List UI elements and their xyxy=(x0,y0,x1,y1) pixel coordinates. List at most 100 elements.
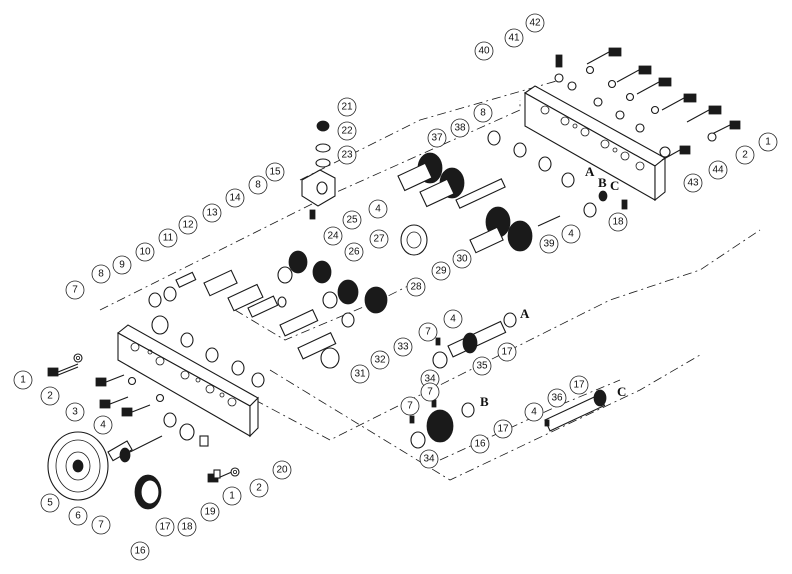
part-callout-17: 17 xyxy=(155,517,175,537)
callout-number: 33 xyxy=(397,342,409,353)
callout-number: 26 xyxy=(348,247,360,258)
part-callout-30: 30 xyxy=(452,249,472,269)
part-callout-29: 29 xyxy=(431,261,451,281)
part-callout-17: 17 xyxy=(493,419,513,439)
callout-number: 6 xyxy=(75,511,81,522)
part-callout-8: 8 xyxy=(473,103,493,123)
part-callout-19: 19 xyxy=(200,502,220,522)
part-callout-4: 4 xyxy=(368,199,388,219)
part-callout-7: 7 xyxy=(91,515,111,535)
callout-number: 19 xyxy=(204,507,216,518)
callout-number: 17 xyxy=(497,424,509,435)
callout-number: 37 xyxy=(431,133,443,144)
part-callout-14: 14 xyxy=(225,188,245,208)
reference-letter-a: A xyxy=(585,164,595,179)
callout-number: 2 xyxy=(47,391,53,402)
part-callout-9: 9 xyxy=(112,255,132,275)
callout-number: 2 xyxy=(742,150,748,161)
callout-number: 7 xyxy=(425,327,431,338)
callout-number: 32 xyxy=(374,355,386,366)
upper-gears xyxy=(397,130,628,256)
callout-number: 1 xyxy=(20,375,26,386)
part-callout-16: 16 xyxy=(130,541,150,561)
callout-number: 40 xyxy=(478,46,490,57)
part-callout-39: 39 xyxy=(539,234,559,254)
part-callout-2: 2 xyxy=(735,145,755,165)
callout-number: 1 xyxy=(765,137,771,148)
callout-number: 4 xyxy=(375,204,381,215)
callout-number: 12 xyxy=(182,220,194,231)
callout-number: 13 xyxy=(206,208,218,219)
part-callout-44: 44 xyxy=(708,160,728,180)
callout-number: 16 xyxy=(474,439,486,450)
lower-gear xyxy=(119,412,221,510)
callout-number: 39 xyxy=(543,239,555,250)
part-callout-21: 21 xyxy=(337,97,357,117)
part-callout-7: 7 xyxy=(65,280,85,300)
callout-number: 34 xyxy=(423,454,435,465)
part-callout-24: 24 xyxy=(323,226,343,246)
part-callout-4: 4 xyxy=(561,224,581,244)
callout-number: 5 xyxy=(47,498,53,509)
callout-number: 16 xyxy=(134,546,146,557)
part-callout-18: 18 xyxy=(608,212,628,232)
reference-letter-a: A xyxy=(520,306,530,321)
shaft-c xyxy=(544,389,607,432)
callout-number: 8 xyxy=(98,269,104,280)
part-callout-23: 23 xyxy=(337,145,357,165)
part-callout-5: 5 xyxy=(40,493,60,513)
callout-number: 24 xyxy=(327,231,339,242)
part-callout-41: 41 xyxy=(504,28,524,48)
left-plate-bolts xyxy=(47,353,240,483)
callout-number: 4 xyxy=(568,229,574,240)
callout-number: 4 xyxy=(100,420,106,431)
callout-number: 11 xyxy=(163,233,174,244)
part-callout-7: 7 xyxy=(420,382,440,402)
reference-letter-c: C xyxy=(610,178,619,193)
callout-number: 31 xyxy=(354,369,366,380)
part-callout-2: 2 xyxy=(40,386,60,406)
callout-number: 21 xyxy=(341,102,353,113)
part-callout-15: 15 xyxy=(265,162,285,182)
callout-number: 38 xyxy=(454,123,466,134)
part-callout-32: 32 xyxy=(370,350,390,370)
part-callout-7: 7 xyxy=(418,322,438,342)
part-callout-34: 34 xyxy=(419,449,439,469)
shaft-a xyxy=(432,312,517,369)
callout-number: 28 xyxy=(410,282,422,293)
callout-number: 4 xyxy=(531,407,537,418)
part-callout-6: 6 xyxy=(68,506,88,526)
reference-letter-b: B xyxy=(598,175,607,190)
callout-number: 4 xyxy=(450,314,456,325)
part-callout-12: 12 xyxy=(178,215,198,235)
callout-number: 17 xyxy=(573,380,585,391)
part-callout-28: 28 xyxy=(406,277,426,297)
part-callout-13: 13 xyxy=(202,203,222,223)
part-callout-40: 40 xyxy=(474,41,494,61)
part-callout-3: 3 xyxy=(65,402,85,422)
part-callout-38: 38 xyxy=(450,118,470,138)
part-callout-20: 20 xyxy=(272,460,292,480)
callout-number: 30 xyxy=(456,254,468,265)
callout-number: 27 xyxy=(373,234,385,245)
part-callout-4: 4 xyxy=(443,309,463,329)
part-callout-26: 26 xyxy=(344,242,364,262)
reference-letter-c: C xyxy=(617,384,626,399)
part-callout-27: 27 xyxy=(369,229,389,249)
part-callout-36: 36 xyxy=(547,388,567,408)
callout-number: 25 xyxy=(346,215,358,226)
part-callout-2: 2 xyxy=(249,478,269,498)
callout-number: 29 xyxy=(435,266,447,277)
callout-number: 35 xyxy=(476,361,488,372)
callout-number: 8 xyxy=(255,180,261,191)
callout-number: 17 xyxy=(159,522,171,533)
part-callout-37: 37 xyxy=(427,128,447,148)
part-callout-8: 8 xyxy=(91,264,111,284)
callout-number: 7 xyxy=(98,520,104,531)
callout-number: 14 xyxy=(229,193,241,204)
callout-number: 17 xyxy=(501,347,513,358)
callout-number: 23 xyxy=(341,150,353,161)
